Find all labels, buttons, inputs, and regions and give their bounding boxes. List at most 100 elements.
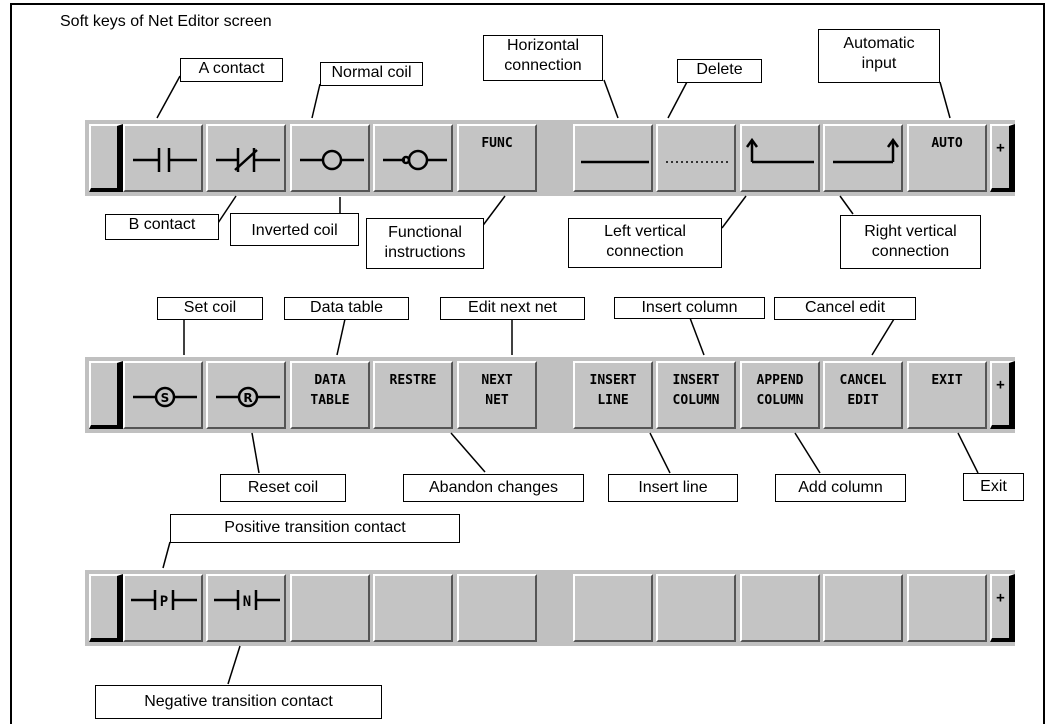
- label-edit-next-net: Edit next net: [440, 297, 585, 320]
- label-data-table: Data table: [284, 297, 409, 320]
- reset-coil-icon: R: [216, 386, 280, 408]
- softkey-row1-10[interactable]: AUTO: [907, 124, 987, 192]
- leader-exit: [957, 432, 979, 474]
- plus-icon: +: [996, 377, 1005, 393]
- plus-icon: +: [996, 140, 1005, 156]
- softkey-row2-9[interactable]: CANCEL EDIT: [823, 361, 903, 429]
- softkey-label: APPEND COLUMN: [756, 373, 804, 408]
- softkey-row3-1[interactable]: P: [123, 574, 203, 642]
- softkey-row1-5[interactable]: FUNC: [457, 124, 537, 192]
- label-negative-transition-contact: Negative transition contact: [95, 685, 382, 719]
- softkey-row3-2[interactable]: N: [206, 574, 286, 642]
- softkey-row3-7[interactable]: [656, 574, 736, 642]
- plus-icon: +: [996, 590, 1005, 606]
- softkey-row1-3[interactable]: [290, 124, 370, 192]
- softkey-row2-10[interactable]: EXIT: [907, 361, 987, 429]
- svg-text:R: R: [243, 391, 252, 405]
- softkey-left-edge[interactable]: [89, 361, 123, 429]
- leader-negative-transition-contact: [227, 645, 241, 685]
- inverted-coil-icon: [383, 149, 447, 171]
- softkey-row2-5[interactable]: NEXT NET: [457, 361, 537, 429]
- leader-abandon-changes: [450, 432, 486, 473]
- softkey-label: EXIT: [931, 373, 963, 388]
- label-left-vertical-connection: Left vertical connection: [568, 218, 722, 268]
- positive-transition-icon: P: [131, 590, 197, 610]
- leader-delete: [667, 79, 689, 119]
- softkey-row3-9[interactable]: [823, 574, 903, 642]
- leader-normal-coil: [311, 83, 321, 119]
- leader-left-vertical-connection: [721, 195, 747, 229]
- label-delete: Delete: [677, 59, 762, 83]
- leader-add-column: [794, 432, 821, 474]
- label-horizontal-connection: Horizontal connection: [483, 35, 603, 81]
- softkey-label: FUNC: [481, 136, 513, 151]
- leader-insert-line: [649, 432, 671, 474]
- svg-text:S: S: [161, 391, 170, 405]
- softkey-row1-2[interactable]: [206, 124, 286, 192]
- softkey-row3-6[interactable]: [573, 574, 653, 642]
- softkey-next-page[interactable]: +: [990, 124, 1015, 192]
- label-right-vertical-connection: Right vertical connection: [840, 215, 981, 269]
- softkey-row1-6[interactable]: [573, 124, 653, 192]
- softkey-label: RESTRE: [389, 373, 437, 388]
- softkey-row3-5[interactable]: [457, 574, 537, 642]
- right-vertical-icon: [833, 137, 900, 164]
- label-exit: Exit: [963, 473, 1024, 501]
- label-inverted-coil: Inverted coil: [230, 213, 359, 246]
- leader-reset-coil: [251, 432, 260, 474]
- softkey-row3-4[interactable]: [373, 574, 453, 642]
- softkey-label: AUTO: [931, 136, 963, 151]
- softkey-bar-row-2: S R DATA TABLE RESTRE NEXT NET INSERT LINE INS…: [85, 357, 1015, 433]
- softkey-row2-4[interactable]: RESTRE: [373, 361, 453, 429]
- softkey-label: CANCEL EDIT: [839, 373, 887, 408]
- softkey-row1-1[interactable]: [123, 124, 203, 192]
- softkey-next-page[interactable]: +: [990, 574, 1015, 642]
- normal-coil-icon: [300, 149, 364, 171]
- softkey-next-page[interactable]: +: [990, 361, 1015, 429]
- softkey-left-edge[interactable]: [89, 574, 123, 642]
- label-normal-coil: Normal coil: [320, 62, 423, 86]
- label-b-contact: B contact: [105, 214, 219, 240]
- leader-positive-transition-contact: [162, 541, 171, 569]
- softkey-row3-3[interactable]: [290, 574, 370, 642]
- softkey-row2-1[interactable]: S: [123, 361, 203, 429]
- softkey-row1-8[interactable]: [740, 124, 820, 192]
- softkey-row2-3[interactable]: DATA TABLE: [290, 361, 370, 429]
- softkey-row1-4[interactable]: [373, 124, 453, 192]
- negative-transition-icon: N: [214, 590, 280, 610]
- leader-automatic-input: [939, 81, 951, 119]
- label-functional-instructions: Functional instructions: [366, 218, 484, 269]
- softkey-row1-7[interactable]: [656, 124, 736, 192]
- svg-text:N: N: [243, 594, 251, 610]
- label-abandon-changes: Abandon changes: [403, 474, 584, 502]
- left-vertical-icon: [745, 137, 814, 164]
- softkey-label: NEXT NET: [481, 373, 513, 408]
- b-contact-icon: [216, 148, 280, 172]
- softkey-left-edge[interactable]: [89, 124, 123, 192]
- label-automatic-input: Automatic input: [818, 29, 940, 83]
- leader-horizontal-connection: [603, 79, 619, 119]
- softkey-row3-8[interactable]: [740, 574, 820, 642]
- dotted-line-icon: [666, 161, 730, 163]
- horizontal-line-icon: [581, 160, 649, 164]
- softkey-label: DATA TABLE: [310, 373, 350, 408]
- softkey-row2-8[interactable]: APPEND COLUMN: [740, 361, 820, 429]
- label-set-coil: Set coil: [157, 297, 263, 320]
- softkey-row1-9[interactable]: [823, 124, 903, 192]
- softkey-row3-10[interactable]: [907, 574, 987, 642]
- softkey-row2-6[interactable]: INSERT LINE: [573, 361, 653, 429]
- svg-text:P: P: [160, 594, 168, 610]
- label-reset-coil: Reset coil: [220, 474, 346, 502]
- softkey-row2-7[interactable]: INSERT COLUMN: [656, 361, 736, 429]
- label-insert-column: Insert column: [614, 297, 765, 319]
- leader-b-contact: [217, 195, 237, 224]
- leader-functional-instructions: [480, 195, 506, 229]
- softkey-label: INSERT COLUMN: [672, 373, 720, 408]
- label-add-column: Add column: [775, 474, 906, 502]
- figure-title: Soft keys of Net Editor screen: [60, 13, 272, 30]
- label-positive-transition-contact: Positive transition contact: [170, 514, 460, 543]
- label-a-contact: A contact: [180, 58, 283, 82]
- softkey-row2-2[interactable]: R: [206, 361, 286, 429]
- set-coil-icon: S: [133, 386, 197, 408]
